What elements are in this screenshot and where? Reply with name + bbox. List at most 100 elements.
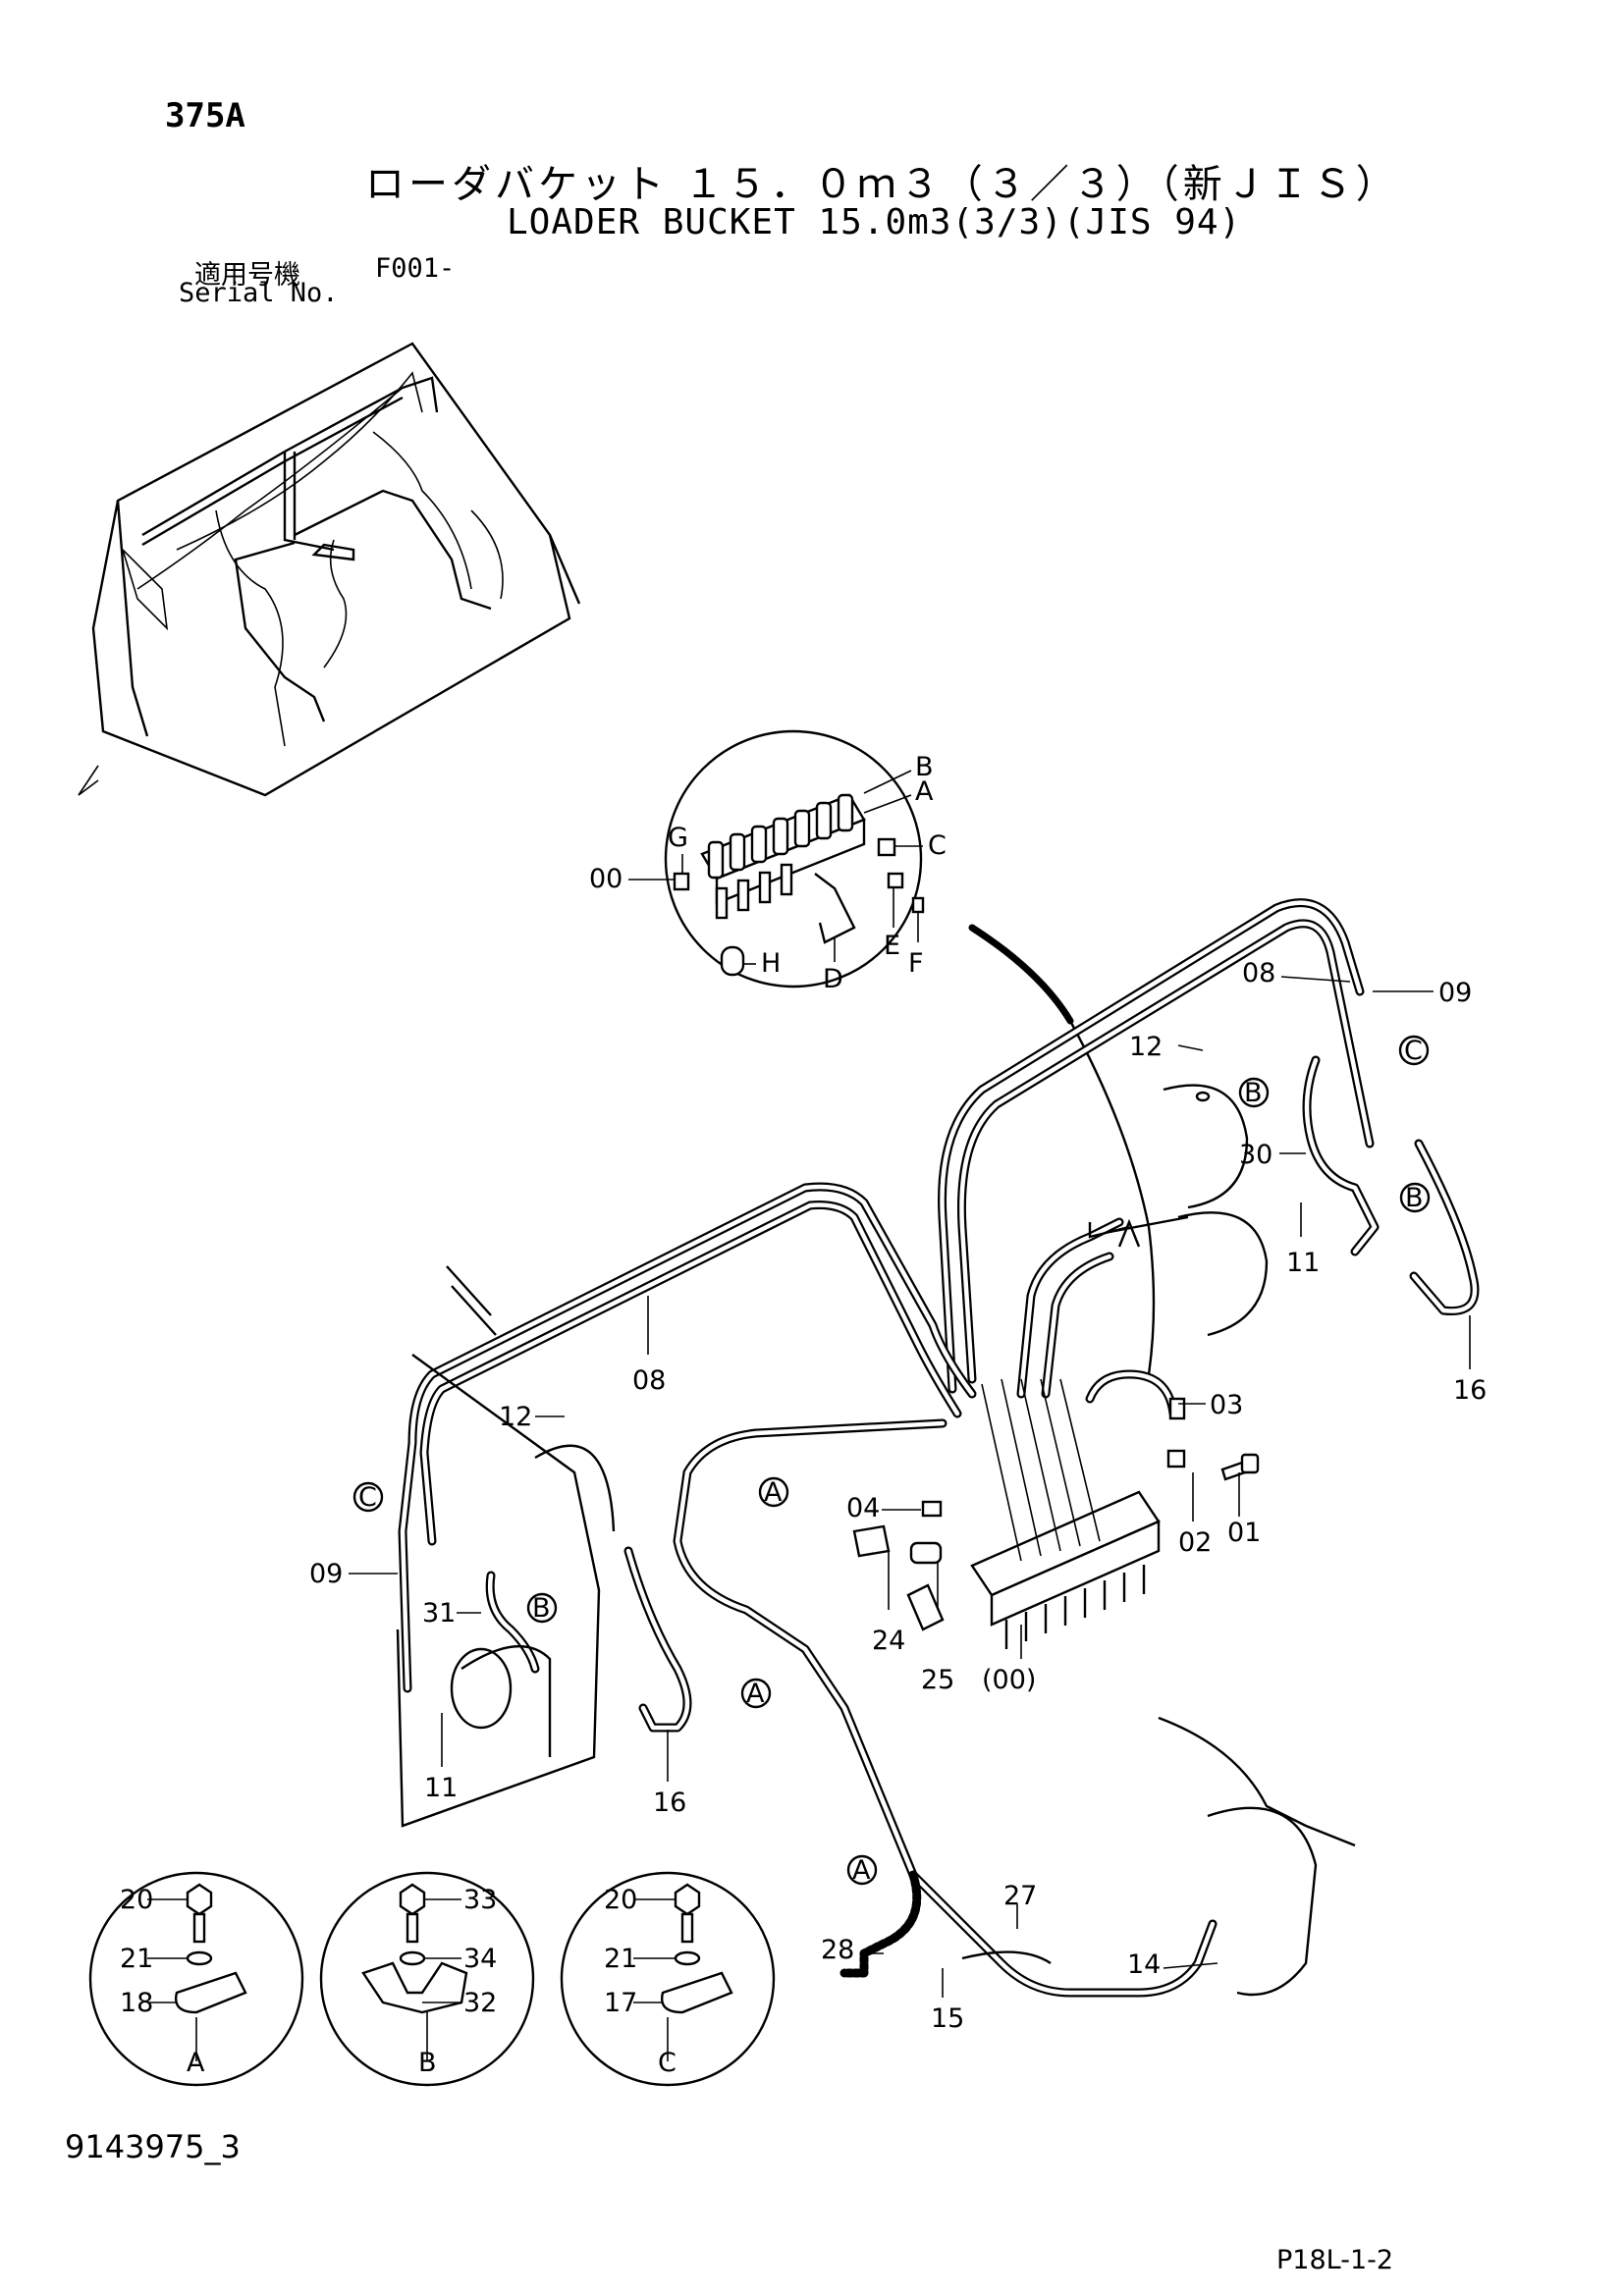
clamp-markers: C B B C B A A A [352, 1035, 1431, 1886]
callout-01: 01 [1227, 1518, 1261, 1548]
inset-clamp-b: 33 34 32 B [319, 1871, 535, 2087]
inset-clamp-c: 20 21 17 C [560, 1871, 776, 2087]
callout-00: 00 [589, 864, 623, 894]
inset-label-b: B [418, 2048, 437, 2078]
callout-30: 30 [1239, 1140, 1272, 1170]
marker-c-left [352, 1481, 384, 1513]
callout-14: 14 [1127, 1949, 1161, 1980]
washer-21-c [674, 1950, 701, 1966]
detail-label-a: A [915, 776, 934, 807]
marker-a-2 [740, 1678, 772, 1709]
clamp-32 [361, 1961, 468, 2014]
valve-block-body [673, 793, 925, 977]
marker-b-right-lower [1399, 1182, 1431, 1213]
callout-32: 32 [463, 1988, 497, 2018]
callout-11-left: 11 [424, 1773, 458, 1803]
title-english: LOADER BUCKET 15.0m3(3/3)(JIS 94) [507, 202, 1242, 242]
callout-12-right: 12 [1129, 1032, 1163, 1062]
marker-c-right [1398, 1035, 1430, 1066]
serial-label-japanese: 適用号機 [194, 260, 300, 291]
callout-12-left: 12 [499, 1402, 532, 1432]
callout-numbers: 08 09 12 30 11 16 08 12 09 31 11 16 03 0… [309, 958, 1487, 2034]
callout-08-left: 08 [632, 1365, 666, 1396]
marker-b-right-lower-label: B [1405, 1183, 1424, 1213]
callout-17: 17 [604, 1988, 637, 2018]
marker-a-1-label: A [764, 1477, 783, 1508]
machine-outlines [396, 1084, 1356, 1997]
bolt-33 [399, 1883, 426, 1916]
marker-b-left-label: B [532, 1593, 551, 1624]
callout-00-bracketed: (00) [982, 1665, 1036, 1695]
fitting-c [877, 837, 896, 857]
marker-a-2-label: A [746, 1679, 765, 1709]
detail-label-b: B [915, 752, 934, 782]
small-parts-center [852, 1397, 1260, 1631]
callout-11-right: 11 [1286, 1248, 1320, 1278]
page-code: 375A [165, 96, 245, 135]
marker-c-right-label: C [1404, 1036, 1423, 1066]
serial-number-value: F001- [375, 253, 456, 284]
marker-b-right-upper [1238, 1077, 1270, 1108]
fitting-g [673, 872, 690, 891]
callout-15: 15 [931, 2003, 964, 2034]
callout-09-right: 09 [1438, 978, 1472, 1008]
valve-assembly-00 [970, 1378, 1161, 1649]
cylinder-h [720, 945, 745, 977]
callout-16-right: 16 [1453, 1375, 1487, 1406]
callout-16-left: 16 [653, 1788, 686, 1818]
clamp-18 [175, 1971, 247, 2014]
detail-label-f: F [908, 948, 924, 979]
leader-lines [349, 976, 1471, 1998]
callout-28: 28 [821, 1935, 854, 1965]
sensor-25 [906, 1583, 945, 1631]
marker-b-left [526, 1592, 558, 1624]
title-japanese: ローダバケット １５．０ｍ３（３／３）（新ＪＩＳ） [365, 162, 1399, 207]
hose-routing [398, 898, 1480, 1998]
marker-a-3 [846, 1854, 878, 1886]
callout-02: 02 [1178, 1527, 1212, 1558]
fitting-e [887, 872, 904, 889]
detail-label-g: G [668, 823, 688, 853]
bolt-20-c [674, 1883, 701, 1916]
bolt-20-a [186, 1883, 213, 1916]
marker-a-3-label: A [852, 1855, 871, 1886]
washer-21-a [186, 1950, 213, 1966]
inset-clamp-a: 20 21 18 A [88, 1871, 304, 2087]
callout-04: 04 [846, 1493, 880, 1523]
bucket-overview-drawing [78, 342, 581, 797]
serial-label-english: Serial No. [179, 278, 339, 308]
fitting-f [911, 896, 925, 914]
callout-08-right: 08 [1242, 958, 1275, 988]
callout-18: 18 [120, 1988, 153, 2018]
sheet-reference: P18L-1-2 [1276, 2245, 1394, 2275]
washer-34 [399, 1950, 426, 1966]
clamp-17 [661, 1971, 733, 2014]
marker-b-right-upper-label: B [1244, 1078, 1263, 1108]
callout-20-a: 20 [120, 1885, 153, 1915]
callout-03: 03 [1210, 1390, 1243, 1420]
drawing-number: 9143975_3 [65, 2128, 241, 2165]
callout-21-c: 21 [604, 1944, 637, 1974]
fitting-04 [921, 1500, 943, 1518]
detail-label-c: C [928, 830, 947, 861]
fitting-02 [1166, 1449, 1186, 1468]
detail-label-e: E [884, 931, 900, 961]
callout-34: 34 [463, 1944, 497, 1974]
fitting-04-body [852, 1524, 891, 1558]
fitting-block [707, 840, 725, 880]
callout-33: 33 [463, 1885, 497, 1915]
inset-label-c: C [658, 2048, 677, 2078]
fitting-03 [1168, 1397, 1186, 1420]
callout-24: 24 [872, 1626, 905, 1656]
callout-09-left: 09 [309, 1559, 343, 1589]
callout-21-a: 21 [120, 1944, 153, 1974]
elbow-24 [909, 1541, 943, 1565]
detail-label-h: H [761, 948, 781, 979]
valve-block-detail-circle: B A C G 00 E F D H [589, 729, 1156, 1375]
callout-20-c: 20 [604, 1885, 637, 1915]
inset-label-a: A [187, 2048, 205, 2078]
marker-a-1 [758, 1476, 789, 1508]
callout-31: 31 [422, 1598, 456, 1629]
detail-label-d: D [823, 964, 843, 994]
